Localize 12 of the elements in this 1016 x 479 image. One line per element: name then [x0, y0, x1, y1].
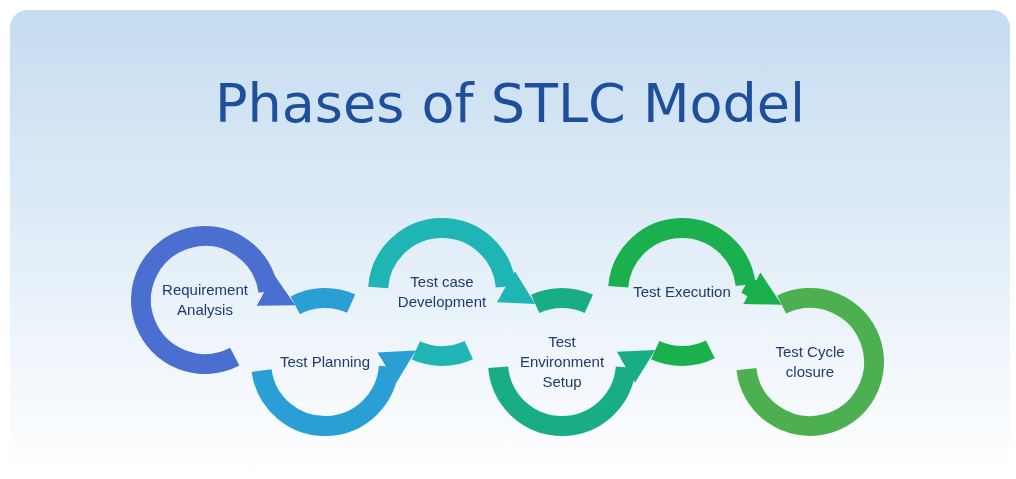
arrow: [256, 273, 296, 306]
phase-label: Test case Development: [396, 272, 488, 312]
arrow: [741, 272, 782, 305]
phase-label: Test Planning: [278, 352, 372, 372]
arrow: [377, 350, 416, 384]
arrow: [496, 271, 536, 304]
phase-label: Test Execution: [632, 282, 732, 302]
phase-label: Test Environment Setup: [518, 332, 606, 392]
arrow: [616, 350, 656, 383]
title: Phases of STLC Model: [213, 72, 807, 136]
phase-label: Test Cycle closure: [774, 342, 846, 382]
phase-label: Requirement Analysis: [161, 280, 249, 320]
